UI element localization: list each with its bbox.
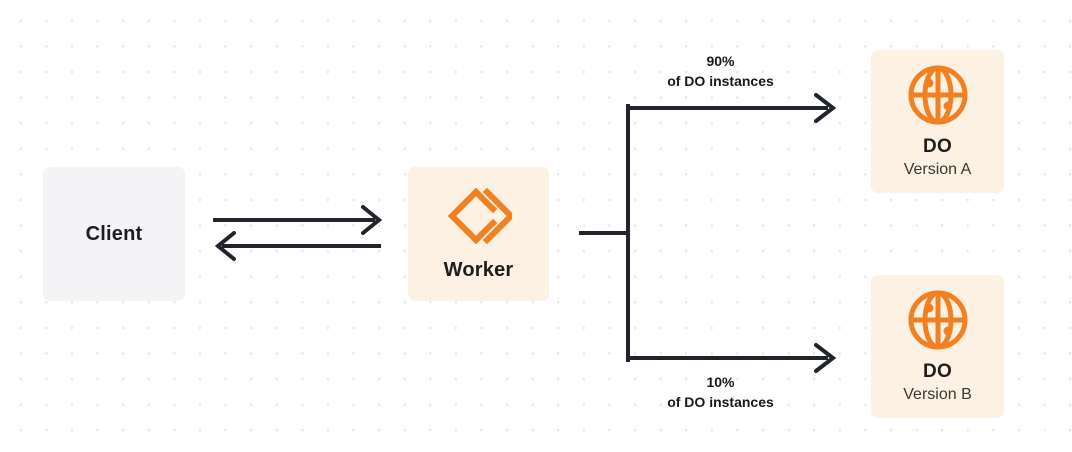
globe-icon xyxy=(907,64,969,136)
node-do-version-b-label: DO xyxy=(923,361,952,382)
node-client[interactable]: Client xyxy=(43,167,185,301)
edge-label-do-a: 90% of DO instances xyxy=(628,52,813,92)
node-do-version-a[interactable]: DO Version A xyxy=(871,50,1004,193)
edge-worker-to-do-a xyxy=(626,93,837,123)
edge-label-do-b-percent: 10% xyxy=(706,374,735,390)
node-client-label: Client xyxy=(85,222,143,245)
cloudflare-workers-icon xyxy=(446,187,512,245)
edge-client-to-worker xyxy=(213,205,383,235)
edge-label-do-b: 10% of DO instances xyxy=(628,373,813,413)
edge-label-do-a-description: of DO instances xyxy=(667,72,774,89)
edge-label-do-a-percent: 90% xyxy=(706,53,735,69)
node-do-version-b-sublabel: Version B xyxy=(903,386,972,403)
edge-worker-to-do-b xyxy=(626,343,837,373)
node-do-version-b[interactable]: DO Version B xyxy=(871,275,1004,418)
edge-worker-to-client xyxy=(214,231,381,261)
node-worker-label: Worker xyxy=(443,258,514,281)
edge-label-do-b-description: of DO instances xyxy=(667,393,774,410)
node-do-version-a-sublabel: Version A xyxy=(903,161,972,178)
node-do-version-a-label: DO xyxy=(923,136,952,157)
globe-icon xyxy=(907,289,969,361)
node-worker[interactable]: Worker xyxy=(408,167,549,301)
